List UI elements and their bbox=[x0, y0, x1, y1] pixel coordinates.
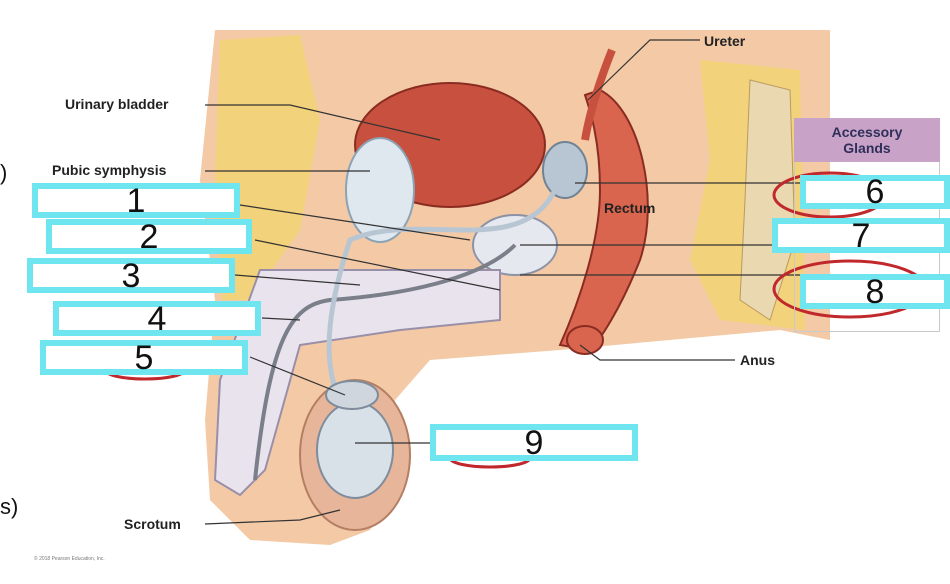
answer-box-4[interactable]: 4 bbox=[53, 301, 261, 336]
seminal-vesicle bbox=[542, 141, 588, 199]
penis-shape bbox=[213, 269, 501, 497]
leader-2 bbox=[254, 239, 501, 291]
leader-anus bbox=[579, 344, 735, 361]
answer-box-3[interactable]: 3 bbox=[27, 258, 235, 293]
leader-ureter bbox=[587, 39, 700, 101]
leader-1 bbox=[239, 204, 471, 241]
leader-3 bbox=[234, 274, 361, 286]
answer-box-1[interactable]: 1 bbox=[32, 183, 240, 218]
leader-lines bbox=[204, 39, 800, 525]
label-anus: Anus bbox=[740, 352, 775, 368]
accessory-glands-line2: Glands bbox=[843, 140, 891, 156]
ductus-deferens bbox=[326, 188, 558, 402]
label-pubic-symphysis: Pubic symphysis bbox=[52, 162, 167, 178]
anus-shape bbox=[566, 325, 604, 355]
epididymis-shape bbox=[325, 380, 379, 410]
answer-box-9[interactable]: 9 bbox=[430, 424, 638, 461]
sacrum bbox=[739, 79, 796, 321]
answer-box-5[interactable]: 5 bbox=[40, 340, 248, 375]
accessory-glands-header: Accessory Glands bbox=[794, 118, 940, 162]
edge-mark-top: ) bbox=[0, 160, 8, 185]
testis-shape bbox=[316, 401, 394, 499]
pubic-symphysis-shape bbox=[345, 137, 415, 243]
copyright-text: © 2018 Pearson Education, Inc. bbox=[34, 556, 105, 562]
answer-box-8[interactable]: 8 bbox=[800, 274, 950, 309]
edge-mark-bottom: s) bbox=[0, 494, 19, 519]
accessory-glands-line1: Accessory bbox=[831, 124, 903, 140]
answer-box-7[interactable]: 7 bbox=[772, 218, 950, 253]
label-scrotum: Scrotum bbox=[124, 516, 181, 532]
leader-scrotum bbox=[204, 509, 341, 525]
leader-urinary-bladder bbox=[205, 104, 441, 141]
ureter-shape bbox=[581, 48, 616, 141]
leader-4 bbox=[261, 317, 301, 321]
leader-5 bbox=[249, 356, 346, 396]
label-rectum: Rectum bbox=[604, 200, 656, 216]
answer-box-6[interactable]: 6 bbox=[800, 175, 950, 209]
urethra-line bbox=[253, 243, 517, 481]
answer-box-2[interactable]: 2 bbox=[46, 219, 252, 254]
label-urinary-bladder: Urinary bladder bbox=[65, 96, 169, 112]
label-ureter: Ureter bbox=[704, 33, 746, 49]
